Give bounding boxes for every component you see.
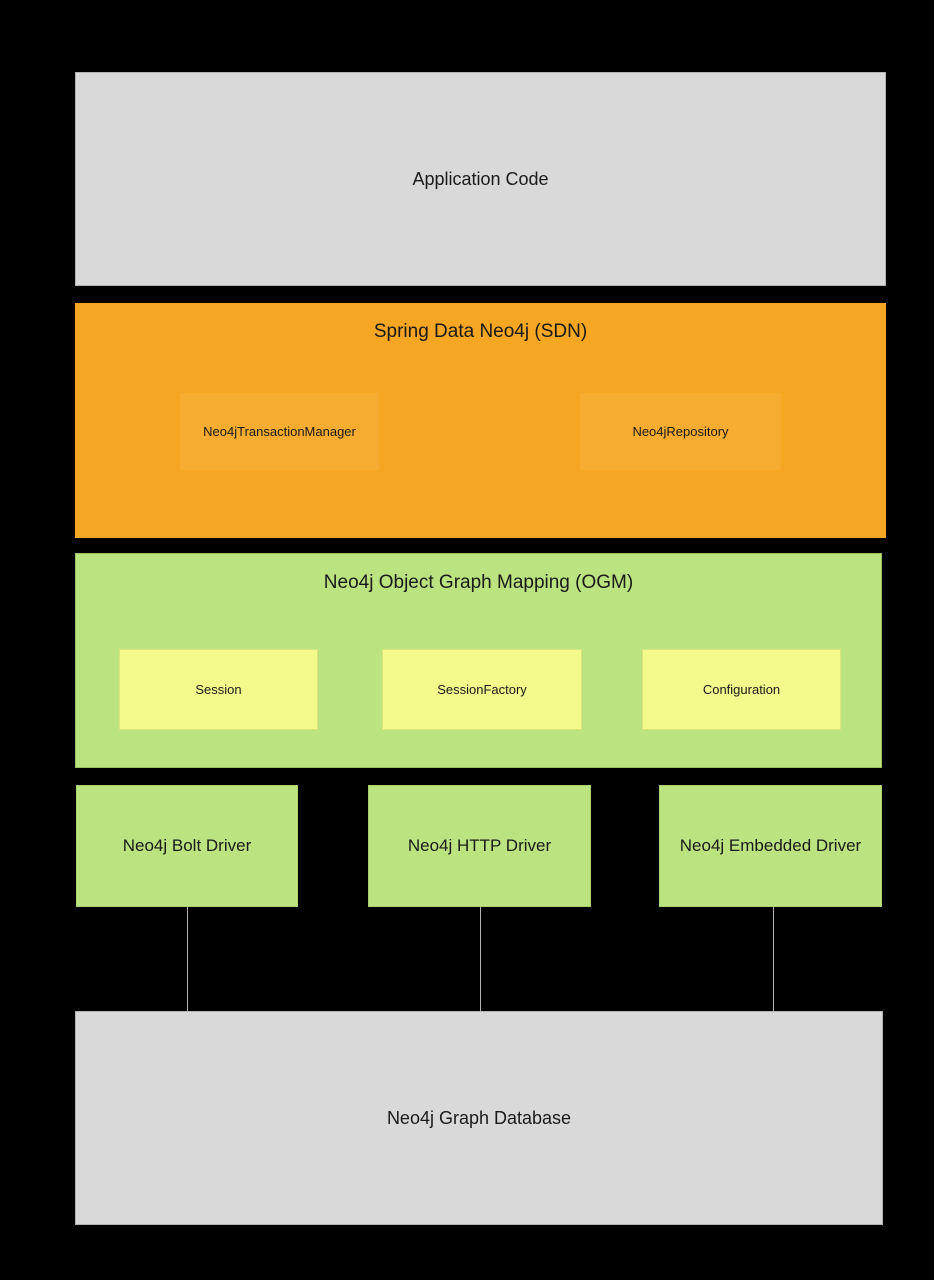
component-neo4j-repository-label: Neo4jRepository <box>632 424 729 439</box>
component-neo4j-bolt-driver-label: Neo4j Bolt Driver <box>122 836 252 855</box>
component-session-factory-label: SessionFactory <box>437 682 527 697</box>
component-neo4j-repository: Neo4jRepository <box>580 393 781 470</box>
layer-application-code-label: Application Code <box>412 168 549 189</box>
component-neo4j-http-driver-label: Neo4j HTTP Driver <box>407 836 552 855</box>
connector-http-to-database <box>480 907 481 1012</box>
layer-spring-data-neo4j-title: Spring Data Neo4j (SDN) <box>373 321 588 342</box>
component-configuration-label: Configuration <box>702 682 781 697</box>
layer-application-code: Application Code <box>75 72 886 286</box>
component-configuration: Configuration <box>642 649 841 730</box>
component-neo4j-embedded-driver: Neo4j Embedded Driver <box>659 785 882 907</box>
component-session-label: Session <box>195 682 242 697</box>
layer-neo4j-ogm-title: Neo4j Object Graph Mapping (OGM) <box>323 572 634 593</box>
layer-neo4j-graph-database: Neo4j Graph Database <box>75 1011 883 1225</box>
layer-neo4j-graph-database-label: Neo4j Graph Database <box>386 1107 572 1128</box>
component-session: Session <box>119 649 318 730</box>
connector-embedded-to-database <box>773 907 774 1012</box>
connector-bolt-to-database <box>187 907 188 1012</box>
component-neo4j-http-driver: Neo4j HTTP Driver <box>368 785 591 907</box>
component-session-factory: SessionFactory <box>382 649 582 730</box>
component-neo4j-transaction-manager: Neo4jTransactionManager <box>180 393 379 470</box>
component-neo4j-bolt-driver: Neo4j Bolt Driver <box>76 785 298 907</box>
component-neo4j-transaction-manager-label: Neo4jTransactionManager <box>203 424 356 439</box>
component-neo4j-embedded-driver-label: Neo4j Embedded Driver <box>679 836 862 855</box>
